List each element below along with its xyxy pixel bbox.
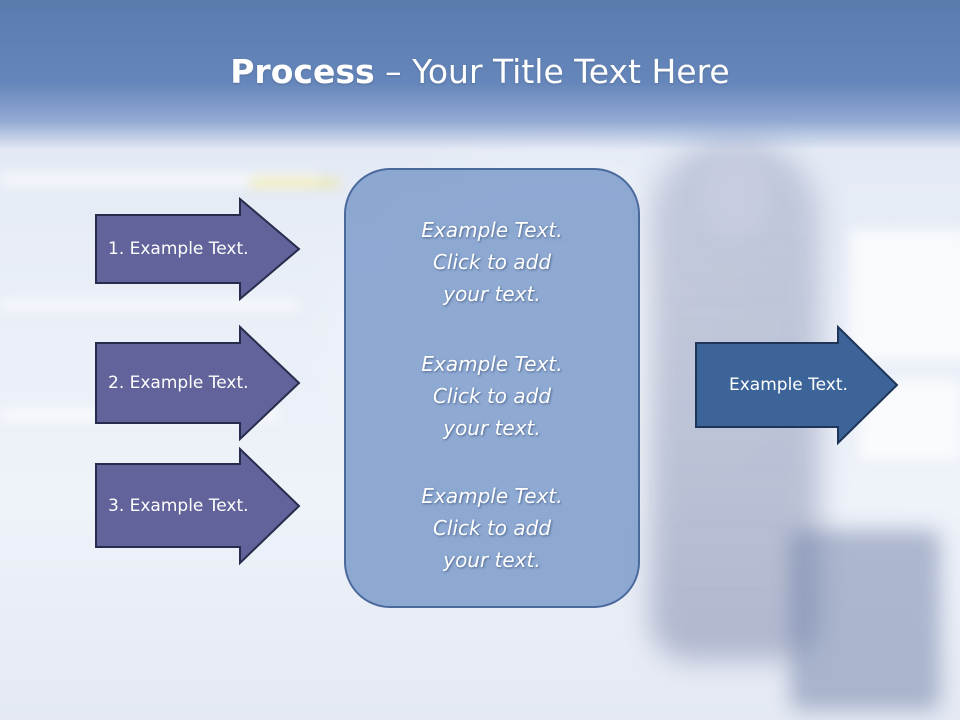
center-paragraph-2: Example Text. Click to add your text. [346, 348, 638, 444]
input-arrow-3-shape [95, 446, 301, 566]
input-arrow-1-label: 1. Example Text. [108, 239, 249, 259]
center-paragraph-1-line-3: your text. [443, 282, 541, 306]
output-arrow-shape [695, 324, 899, 446]
center-paragraph-1-line-1: Example Text. [421, 218, 563, 242]
slide-title: Process – Your Title Text Here [0, 52, 960, 91]
center-paragraph-2-line-1: Example Text. [421, 352, 563, 376]
center-paragraph-3-line-2: Click to add [432, 516, 552, 540]
input-arrow-1[interactable]: 1. Example Text. [95, 196, 301, 302]
input-arrow-1-shape [95, 196, 301, 302]
center-paragraph-3-line-3: your text. [443, 548, 541, 572]
title-band [0, 0, 960, 150]
title-bold: Process [230, 52, 375, 91]
center-paragraph-1: Example Text. Click to add your text. [346, 214, 638, 310]
input-arrow-3-label: 3. Example Text. [108, 496, 249, 516]
center-text-box[interactable]: Example Text. Click to add your text. Ex… [344, 168, 640, 608]
center-paragraph-3-line-1: Example Text. [421, 484, 563, 508]
output-arrow[interactable]: Example Text. [695, 324, 899, 446]
input-arrow-2[interactable]: 2. Example Text. [95, 324, 301, 442]
center-paragraph-3: Example Text. Click to add your text. [346, 480, 638, 576]
input-arrow-2-shape [95, 324, 301, 442]
input-arrow-3[interactable]: 3. Example Text. [95, 446, 301, 566]
center-paragraph-2-line-2: Click to add [432, 384, 552, 408]
center-paragraph-1-line-2: Click to add [432, 250, 552, 274]
output-arrow-label: Example Text. [729, 375, 848, 395]
center-paragraph-2-line-3: your text. [443, 416, 541, 440]
input-arrow-2-label: 2. Example Text. [108, 373, 249, 393]
title-rest: – Your Title Text Here [374, 52, 730, 91]
